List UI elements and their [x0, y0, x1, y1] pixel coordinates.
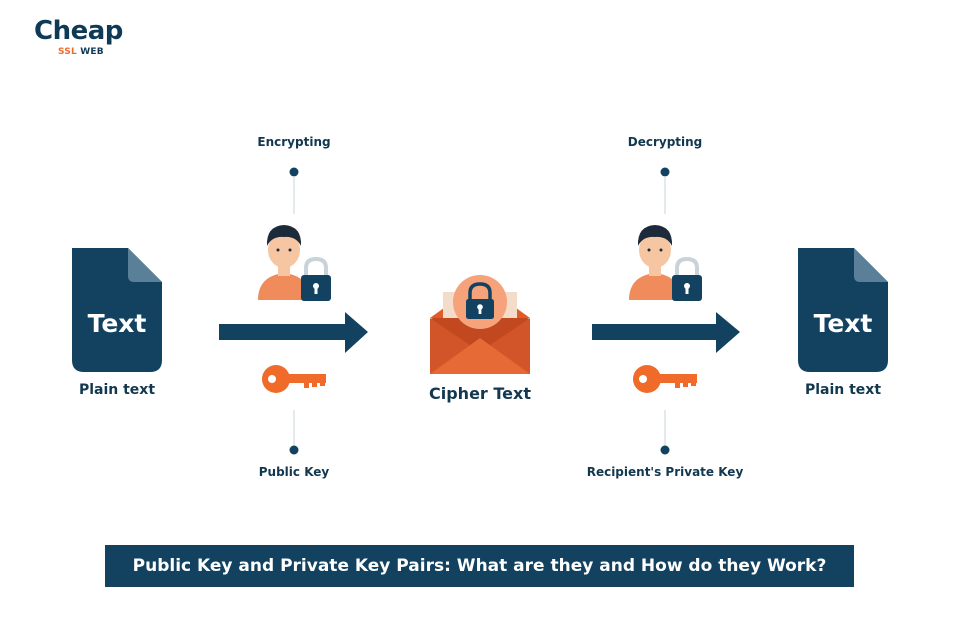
left-plain-text-label: Plain text [78, 382, 156, 398]
right-plain-text-label: Plain text [804, 382, 882, 398]
right-document-text: Text [813, 309, 873, 338]
padlock-left-icon [301, 256, 331, 301]
cipher-text-label: Cipher Text [429, 384, 531, 403]
private-key-connector [660, 410, 670, 455]
public-key-connector [289, 410, 299, 455]
decrypting-label: Decrypting [627, 135, 703, 149]
plain-text-document-right-icon [798, 248, 888, 372]
public-key-icon [262, 365, 326, 393]
public-key-label: Public Key [258, 465, 330, 479]
decrypt-connector [660, 167, 670, 214]
arrow-encrypt-icon [219, 312, 368, 353]
padlock-right-icon [672, 256, 702, 301]
title-banner: Public Key and Private Key Pairs: What a… [105, 545, 854, 587]
logo-web: WEB [80, 47, 104, 57]
sender-person-icon [258, 225, 310, 300]
banner-title: Public Key and Private Key Pairs: What a… [132, 556, 827, 576]
encrypting-label: Encrypting [257, 135, 331, 149]
logo-ssl: SSL [58, 47, 77, 57]
logo: Cheap SSL WEB [24, 16, 134, 62]
logo-subtitle: SSL WEB [58, 47, 104, 57]
encrypt-connector [289, 167, 299, 214]
private-key-icon [633, 365, 697, 393]
recipient-person-icon [629, 225, 681, 300]
arrow-decrypt-icon [592, 312, 740, 353]
private-key-label: Recipient's Private Key [586, 465, 744, 479]
left-document-text: Text [87, 309, 147, 338]
logo-wordmark: Cheap [34, 16, 123, 46]
plain-text-document-left-icon [72, 248, 162, 372]
cipher-envelope-icon [430, 275, 530, 374]
